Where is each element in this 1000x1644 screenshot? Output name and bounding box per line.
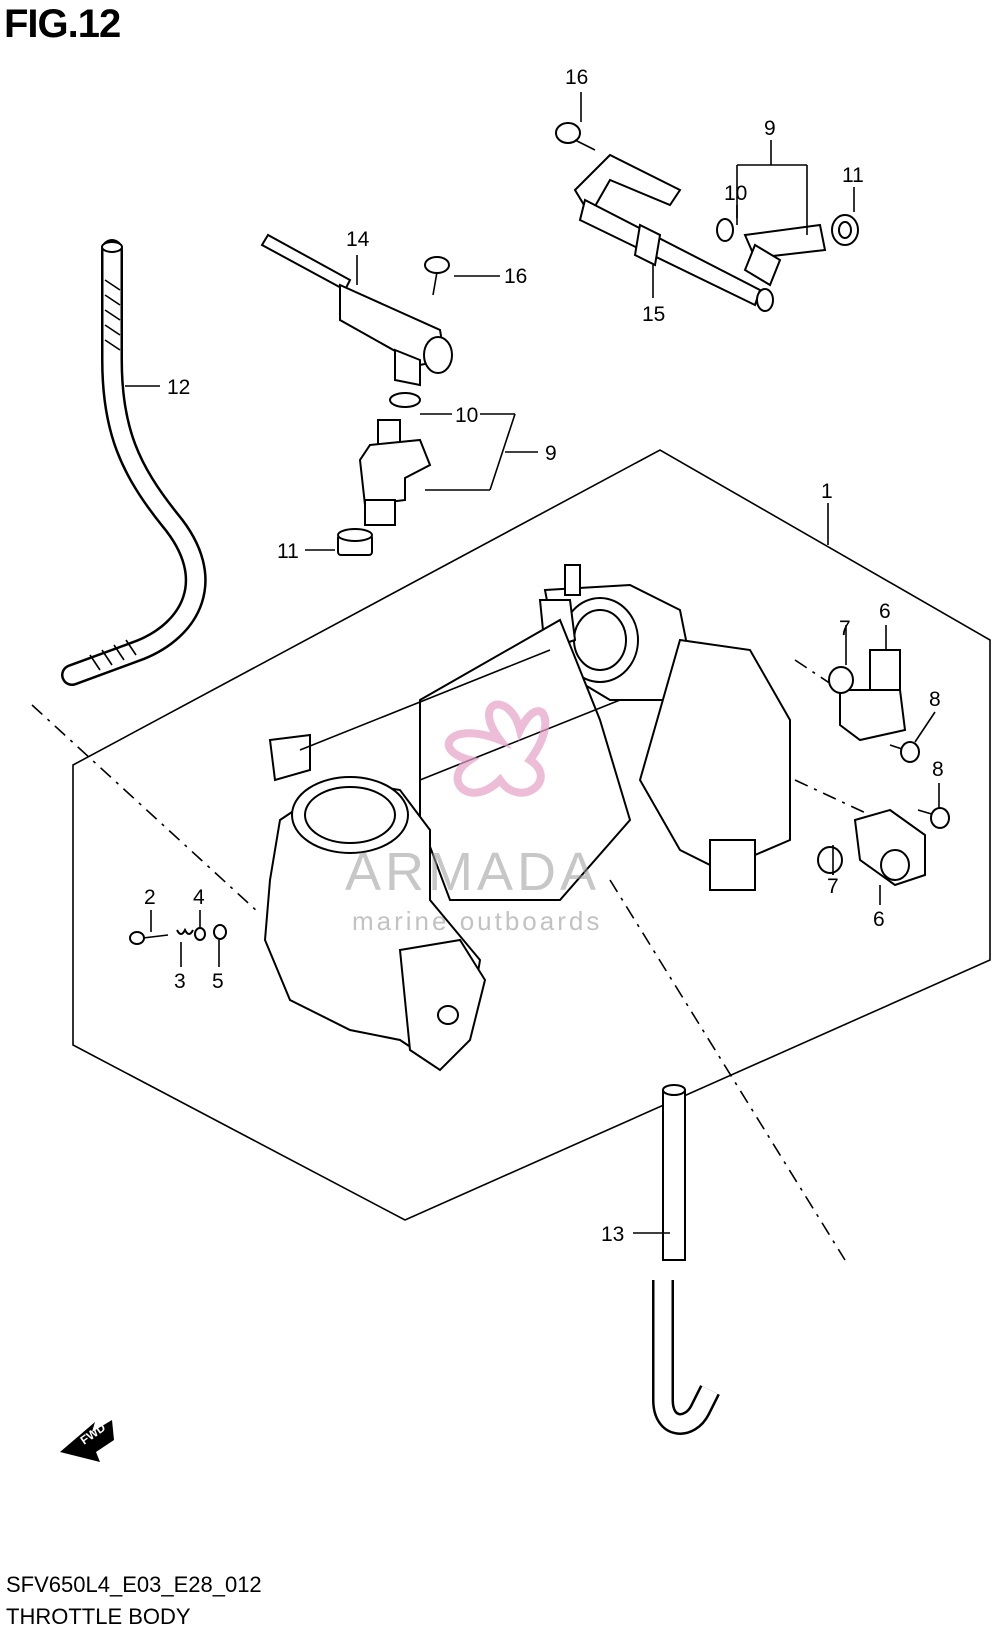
callout-10-left: 10 xyxy=(455,404,478,427)
callout-5: 5 xyxy=(212,970,224,993)
drawing-name: THROTTLE BODY xyxy=(6,1604,191,1629)
sensor-6-top xyxy=(839,649,907,742)
o-ring-7-top xyxy=(828,666,854,694)
leader-lines xyxy=(125,92,940,1234)
watermark-tagline: marine outboards xyxy=(352,906,602,936)
reference-line-sensor-bottom xyxy=(794,779,871,816)
fuel-delivery-pipe-14 xyxy=(260,233,453,387)
screw-16-middle xyxy=(424,256,450,296)
assembly-outline xyxy=(72,449,991,1221)
o-ring-10-left xyxy=(389,392,421,408)
callout-12: 12 xyxy=(167,376,190,399)
watermark-brand: ARMADA xyxy=(345,842,600,902)
adjust-screw-2 xyxy=(129,931,169,945)
callout-16-middle: 16 xyxy=(504,265,527,288)
fuel-injector-9-left xyxy=(358,419,432,526)
callout-8-top: 8 xyxy=(929,688,941,711)
fuel-injector-9-right xyxy=(743,223,827,287)
reference-line-right xyxy=(609,879,846,1261)
callout-11-left: 11 xyxy=(277,540,299,563)
fwd-arrow: FWD xyxy=(60,1420,114,1462)
screw-8-top xyxy=(889,741,920,763)
hose-12 xyxy=(61,239,207,686)
o-ring-10-right xyxy=(716,218,734,242)
callout-2: 2 xyxy=(144,886,156,909)
callout-8-bottom: 8 xyxy=(932,758,944,781)
washer-4 xyxy=(194,927,206,941)
callout-6-top: 6 xyxy=(879,600,891,623)
callout-9-left: 9 xyxy=(545,442,557,465)
callout-14: 14 xyxy=(346,228,370,251)
callout-1: 1 xyxy=(821,480,833,503)
throttle-body-assembly-1 xyxy=(263,564,791,1072)
callout-3: 3 xyxy=(174,970,186,993)
callout-11-right: 11 xyxy=(842,164,864,187)
callout-4: 4 xyxy=(193,886,205,909)
watermark: ARMADA marine outboards xyxy=(345,700,602,936)
reference-line-left xyxy=(31,704,259,913)
callout-10-right: 10 xyxy=(724,182,747,205)
fuel-delivery-pipe-15 xyxy=(573,153,774,312)
callout-16-top: 16 xyxy=(565,66,588,89)
cushion-seal-11-right xyxy=(831,214,859,246)
o-ring-5 xyxy=(213,924,227,940)
screw-8-bottom xyxy=(917,807,950,829)
watermark-logo-icon xyxy=(444,700,550,797)
drawing-code: SFV650L4_E03_E28_012 xyxy=(6,1572,262,1597)
callout-15: 15 xyxy=(642,303,665,326)
screw-16-top xyxy=(555,122,596,151)
callout-7-top: 7 xyxy=(839,617,851,640)
o-ring-7-bottom xyxy=(817,846,843,874)
hose-13 xyxy=(652,1084,720,1435)
callout-7-bottom: 7 xyxy=(827,875,839,898)
figure-title: FIG.12 xyxy=(4,2,121,46)
spring-3 xyxy=(176,927,194,935)
sensor-6-bottom xyxy=(853,808,926,887)
reference-line-sensor-top xyxy=(794,659,841,691)
cushion-seal-11-left xyxy=(337,528,373,556)
callout-6-bottom: 6 xyxy=(873,908,885,931)
callout-13: 13 xyxy=(601,1223,624,1246)
callout-9-right: 9 xyxy=(764,117,776,140)
